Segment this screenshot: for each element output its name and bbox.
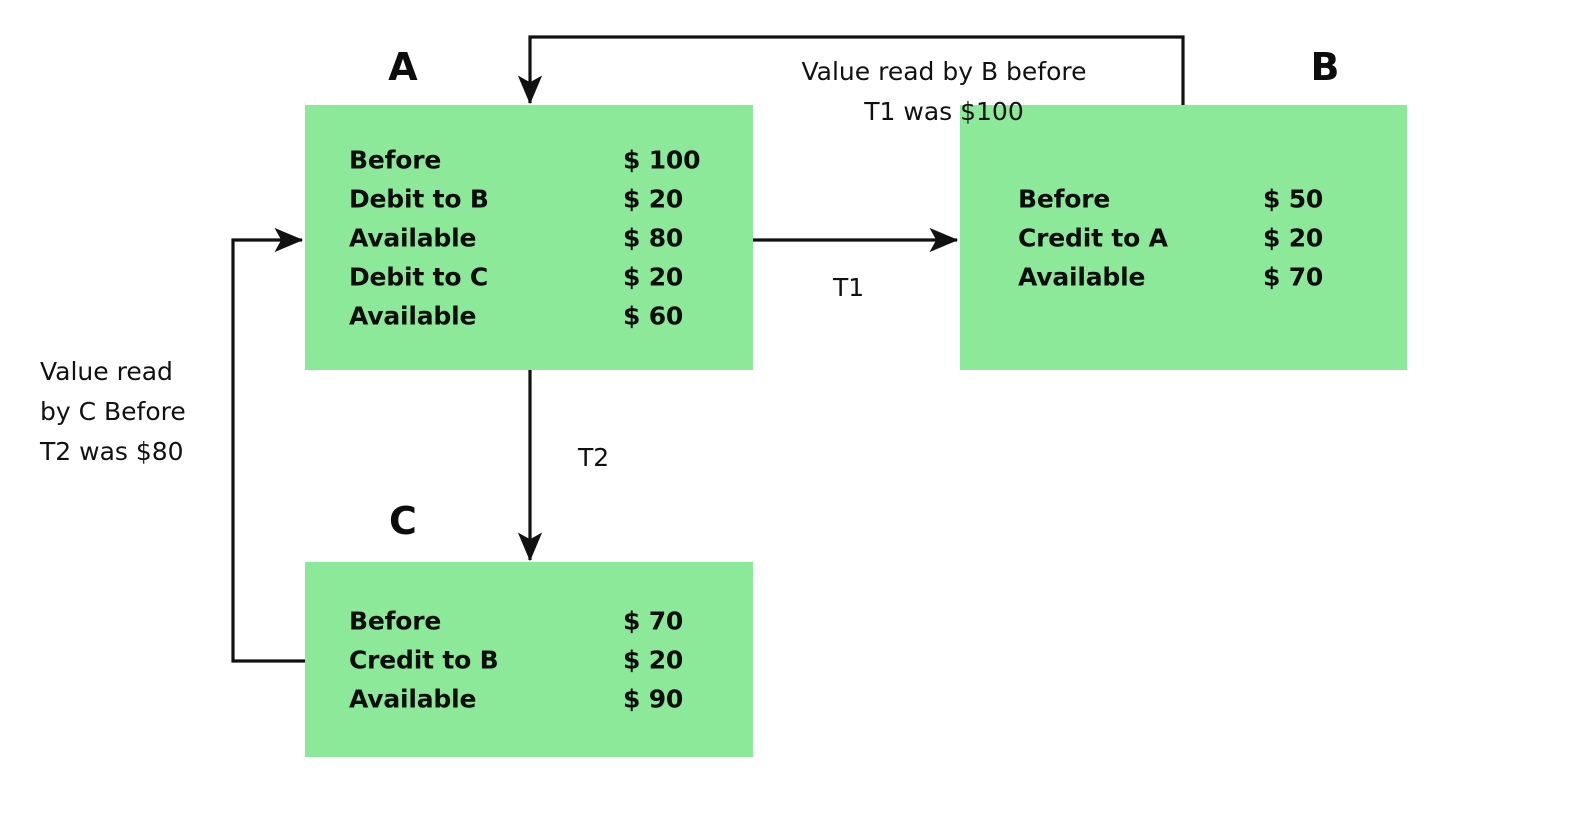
ledger-label: Before bbox=[349, 145, 442, 174]
ledger-a: Before $ 100 Debit to B $ 20 Available $… bbox=[349, 140, 709, 335]
ledger-label: Available bbox=[349, 223, 477, 252]
ledger-row: Before $ 100 bbox=[349, 140, 709, 179]
ledger-label: Credit to B bbox=[349, 645, 499, 674]
node-box-b: Before $ 50 Credit to A $ 20 Available $… bbox=[960, 105, 1407, 370]
edge-label-t1: T1 bbox=[833, 273, 865, 302]
ledger-label: Credit to A bbox=[1018, 223, 1168, 252]
ledger-row: Before $ 50 bbox=[1018, 179, 1349, 218]
node-box-a: Before $ 100 Debit to B $ 20 Available $… bbox=[305, 105, 753, 370]
edge-label-t2: T2 bbox=[578, 443, 610, 472]
ledger-label: Available bbox=[1018, 262, 1146, 291]
ledger-row: Credit to B $ 20 bbox=[349, 640, 709, 679]
ledger-amount: $ 20 bbox=[623, 645, 684, 674]
annotation-b-read-before-t1: Value read by B before T1 was $100 bbox=[801, 57, 1087, 126]
ledger-b: Before $ 50 Credit to A $ 20 Available $… bbox=[1018, 179, 1349, 296]
annotation-c-read-before-t2: Value read by C Before T2 was $80 bbox=[40, 357, 186, 466]
ledger-amount: $ 20 bbox=[623, 184, 684, 213]
ledger-label: Debit to C bbox=[349, 262, 489, 291]
ledger-label: Available bbox=[349, 684, 477, 713]
node-label-c: C bbox=[389, 499, 417, 543]
ledger-row: Debit to B $ 20 bbox=[349, 179, 709, 218]
ledger-amount: $ 50 bbox=[1263, 184, 1324, 213]
node-label-b: B bbox=[1310, 45, 1340, 89]
ledger-amount: $ 70 bbox=[623, 606, 684, 635]
ledger-row: Debit to C $ 20 bbox=[349, 257, 709, 296]
ledger-row: Before $ 70 bbox=[349, 601, 709, 640]
ledger-amount: $ 100 bbox=[623, 145, 701, 174]
ledger-amount: $ 20 bbox=[623, 262, 684, 291]
ledger-row: Credit to A $ 20 bbox=[1018, 218, 1349, 257]
ledger-amount: $ 60 bbox=[623, 301, 684, 330]
ledger-amount: $ 70 bbox=[1263, 262, 1324, 291]
node-label-a: A bbox=[388, 45, 418, 89]
ledger-amount: $ 90 bbox=[623, 684, 684, 713]
ledger-amount: $ 80 bbox=[623, 223, 684, 252]
ledger-c: Before $ 70 Credit to B $ 20 Available $… bbox=[349, 601, 709, 718]
ledger-row: Available $ 70 bbox=[1018, 257, 1349, 296]
ledger-label: Debit to B bbox=[349, 184, 489, 213]
ledger-row: Available $ 80 bbox=[349, 218, 709, 257]
ledger-label: Available bbox=[349, 301, 477, 330]
ledger-label: Before bbox=[1018, 184, 1111, 213]
ledger-amount: $ 20 bbox=[1263, 223, 1324, 252]
node-box-c: Before $ 70 Credit to B $ 20 Available $… bbox=[305, 562, 753, 757]
ledger-label: Before bbox=[349, 606, 442, 635]
ledger-row: Available $ 90 bbox=[349, 679, 709, 718]
ledger-row: Available $ 60 bbox=[349, 296, 709, 335]
